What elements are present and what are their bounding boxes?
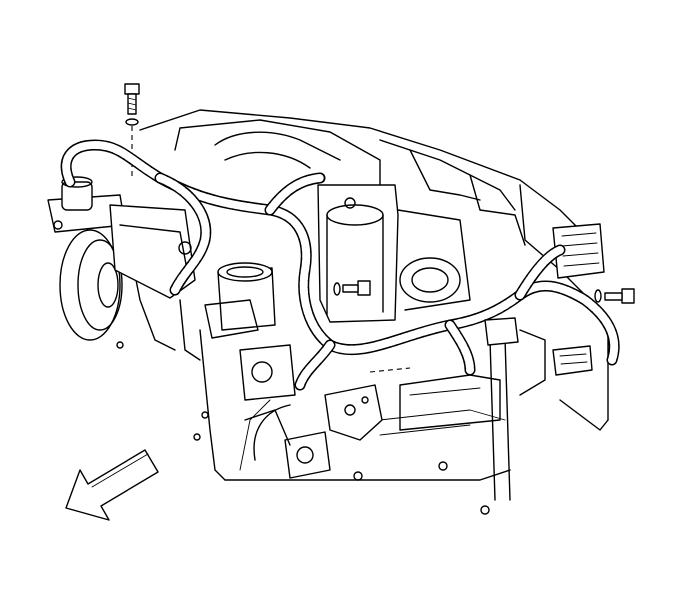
engine-block xyxy=(129,109,609,481)
arrow-icon xyxy=(65,449,159,521)
oil-filter xyxy=(204,262,276,339)
dipstick-tube xyxy=(484,317,519,501)
center-bolt-icon xyxy=(333,280,371,296)
fastener-heads xyxy=(116,341,490,515)
right-bolt-icon xyxy=(594,288,635,304)
filter-housing xyxy=(317,184,471,323)
connector-block xyxy=(552,223,605,376)
crank-pulley xyxy=(59,229,123,341)
bolt-icon xyxy=(124,83,140,126)
wiring-harness xyxy=(60,139,620,391)
left-sensor-bracket xyxy=(47,176,196,299)
lower-bracket xyxy=(239,344,383,479)
leader-line xyxy=(369,367,411,373)
